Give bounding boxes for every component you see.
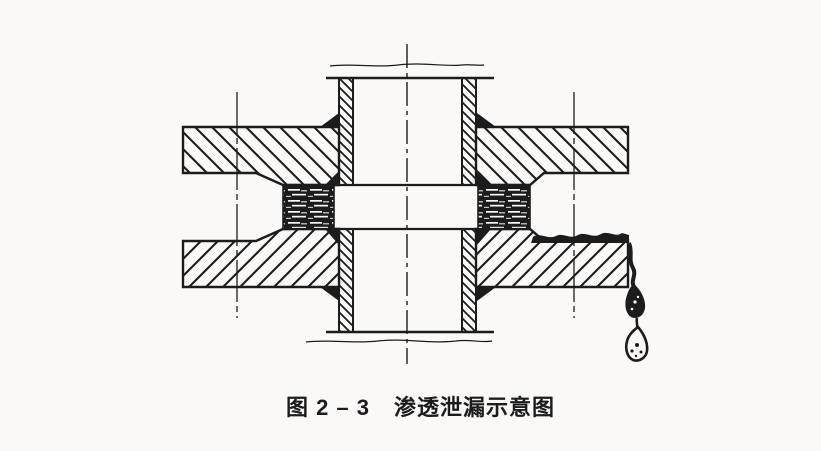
break-line-top <box>326 63 494 80</box>
gasket-right <box>477 184 531 230</box>
gasket-left <box>282 184 335 230</box>
leak-drop-falling <box>624 325 649 362</box>
lower-flange-left <box>181 227 341 289</box>
upper-flange-left <box>181 125 341 187</box>
break-line-bottom <box>305 330 494 343</box>
figure-caption: 图 2 – 3 渗透泄漏示意图 <box>10 390 821 422</box>
leak-film <box>531 232 629 243</box>
weld-fillets <box>320 113 496 301</box>
figure-caption-title: 渗透泄漏示意图 <box>394 395 556 420</box>
upper-flange-right <box>474 125 630 187</box>
leak-drop-hanging <box>625 284 646 330</box>
upper-pipe <box>338 77 477 186</box>
leak-stream <box>627 242 637 288</box>
figure-caption-label: 图 2 – 3 <box>285 395 371 420</box>
